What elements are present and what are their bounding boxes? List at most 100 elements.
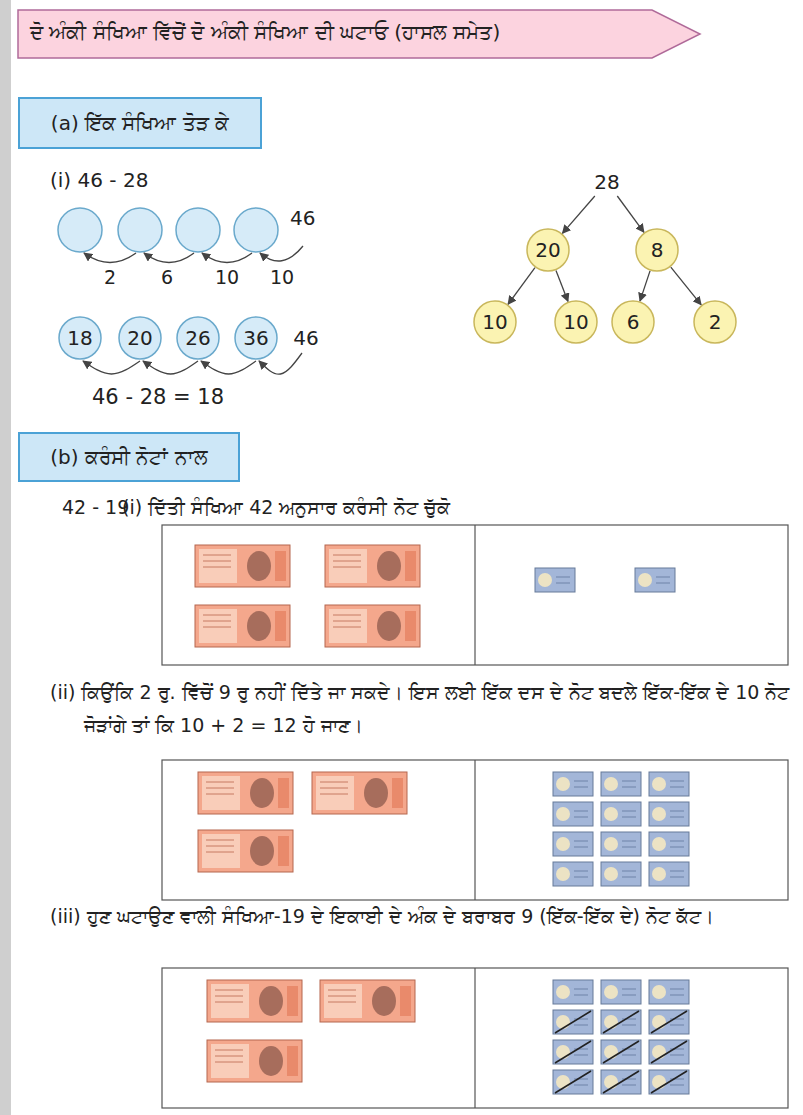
one-rupee-note [553, 1010, 593, 1034]
one-rupee-note [553, 1040, 593, 1064]
node-text: 10 [482, 310, 507, 334]
number-circle: 18 [58, 316, 102, 360]
one-rupee-note [601, 1070, 641, 1094]
cross-mark [603, 1071, 639, 1093]
cross-mark [603, 1041, 639, 1063]
cross-mark [555, 1011, 591, 1033]
node-text: 8 [651, 238, 664, 262]
cross-mark [651, 1071, 687, 1093]
number-circle: 20 [526, 228, 570, 272]
instruction-text: (ii) ਕਿਉਂਕਿ 2 ਰੁ. ਵਿੱਚੋਂ 9 ਰੁ ਨਹੀਂ ਦਿੱਤੇ… [50, 676, 790, 743]
node-text: 20 [535, 238, 560, 262]
ten-rupee-note [312, 772, 407, 814]
number-label: 46 [290, 206, 315, 231]
node-text: (a) ਇੱਕ ਸੰਖਿਆ ਤੋੜ ਕੇ [51, 111, 229, 135]
number-node: 46 [290, 324, 321, 352]
currency-notes [195, 545, 689, 1094]
number-circle: 26 [176, 316, 220, 360]
node-text: 26 [185, 326, 210, 350]
one-rupee-note [553, 802, 593, 826]
number-label: 6 [161, 266, 173, 290]
one-rupee-note [649, 1070, 689, 1094]
instruction-text: (i) ਦਿੱਤੀ ਸੰਖਿਆ 42 ਅਨੁਸਾਰ ਕਰੰਸੀ ਨੋਟ ਚੁੱਕ… [122, 496, 792, 520]
one-rupee-note [601, 1040, 641, 1064]
number-circle: 36 [234, 316, 278, 360]
node-text: 6 [627, 310, 640, 334]
connector-arrow [143, 361, 198, 374]
instruction-text: (iii) ਹੁਣ ਘਟਾਉਣ ਵਾਲੀ ਸੰਖਿਆ-19 ਦੇ ਇਕਾਈ ਦੇ… [50, 900, 790, 933]
number-circle: 2 [693, 300, 737, 344]
node-text: 36 [243, 326, 268, 350]
one-rupee-note [649, 1040, 689, 1064]
node-text: 28 [594, 170, 619, 194]
number-circle: 6 [611, 300, 655, 344]
one-rupee-note [553, 772, 593, 796]
connector-arrow [671, 267, 701, 305]
connector-arrow [617, 196, 644, 232]
cross-mark [555, 1071, 591, 1093]
one-rupee-note [649, 1010, 689, 1034]
node-text: (b) ਕਰੰਸੀ ਨੋਟਾਂ ਨਾਲ [50, 445, 207, 469]
one-rupee-note [535, 568, 575, 592]
cross-mark [651, 1011, 687, 1033]
ten-rupee-note [325, 545, 420, 587]
number-node: 28 [591, 168, 622, 196]
connector-arrow [201, 361, 256, 374]
side-bar [0, 0, 11, 1115]
node-text: 20 [127, 326, 152, 350]
one-rupee-note [601, 1010, 641, 1034]
title-banner [18, 10, 700, 58]
ten-rupee-note [325, 605, 420, 647]
number-circle: 20 [118, 316, 162, 360]
one-rupee-note [649, 980, 689, 1004]
connector-arrow [562, 196, 594, 233]
one-rupee-note [649, 862, 689, 886]
node-text: 46 [293, 326, 318, 350]
connector-arrow [556, 271, 568, 302]
ten-rupee-note [207, 1040, 302, 1082]
number-circle: 8 [635, 228, 679, 272]
connector-arrow [83, 361, 140, 374]
cross-mark [651, 1041, 687, 1063]
one-rupee-note [649, 832, 689, 856]
number-label: (i) 46 - 28 [50, 168, 148, 193]
page-title: ਦੋ ਅੰਕੀ ਸੰਖਿਆ ਵਿੱਚੋਂ ਦੋ ਅੰਕੀ ਸੰਖਿਆ ਦੀ ਘਟ… [30, 20, 500, 45]
node-text: 2 [709, 310, 722, 334]
ten-rupee-note [320, 980, 415, 1022]
ten-rupee-note [198, 830, 293, 872]
ten-rupee-note [207, 980, 302, 1022]
number-label: 2 [104, 266, 116, 290]
jump-arcs [84, 246, 303, 263]
one-rupee-note [601, 980, 641, 1004]
one-rupee-note [601, 832, 641, 856]
section-heading-box: (a) ਇੱਕ ਸੰਖਿਆ ਤੋੜ ਕੇ [18, 97, 262, 149]
one-rupee-note [601, 802, 641, 826]
cross-mark [603, 1011, 639, 1033]
number-label: 10 [215, 266, 239, 290]
one-rupee-note [649, 802, 689, 826]
ten-rupee-note [198, 772, 293, 814]
one-rupee-note [553, 980, 593, 1004]
section-heading-box: (b) ਕਰੰਸੀ ਨੋਟਾਂ ਨਾਲ [18, 432, 240, 482]
one-rupee-note [601, 862, 641, 886]
cross-mark [555, 1041, 591, 1063]
number-label: 10 [270, 266, 294, 290]
number-circle: 10 [473, 300, 517, 344]
one-rupee-note [553, 832, 593, 856]
note-panels [162, 525, 788, 1108]
node-text: 18 [67, 326, 92, 350]
one-rupee-note [649, 772, 689, 796]
one-rupee-note [553, 862, 593, 886]
one-rupee-note [601, 772, 641, 796]
one-rupee-note [553, 1070, 593, 1094]
ten-rupee-note [195, 605, 290, 647]
node-text: 10 [563, 310, 588, 334]
number-circle: 10 [554, 300, 598, 344]
connector-arrow [508, 268, 535, 305]
connector-arrow [640, 271, 650, 301]
ten-rupee-note [195, 545, 290, 587]
number-label: 46 - 28 = 18 [92, 384, 224, 410]
